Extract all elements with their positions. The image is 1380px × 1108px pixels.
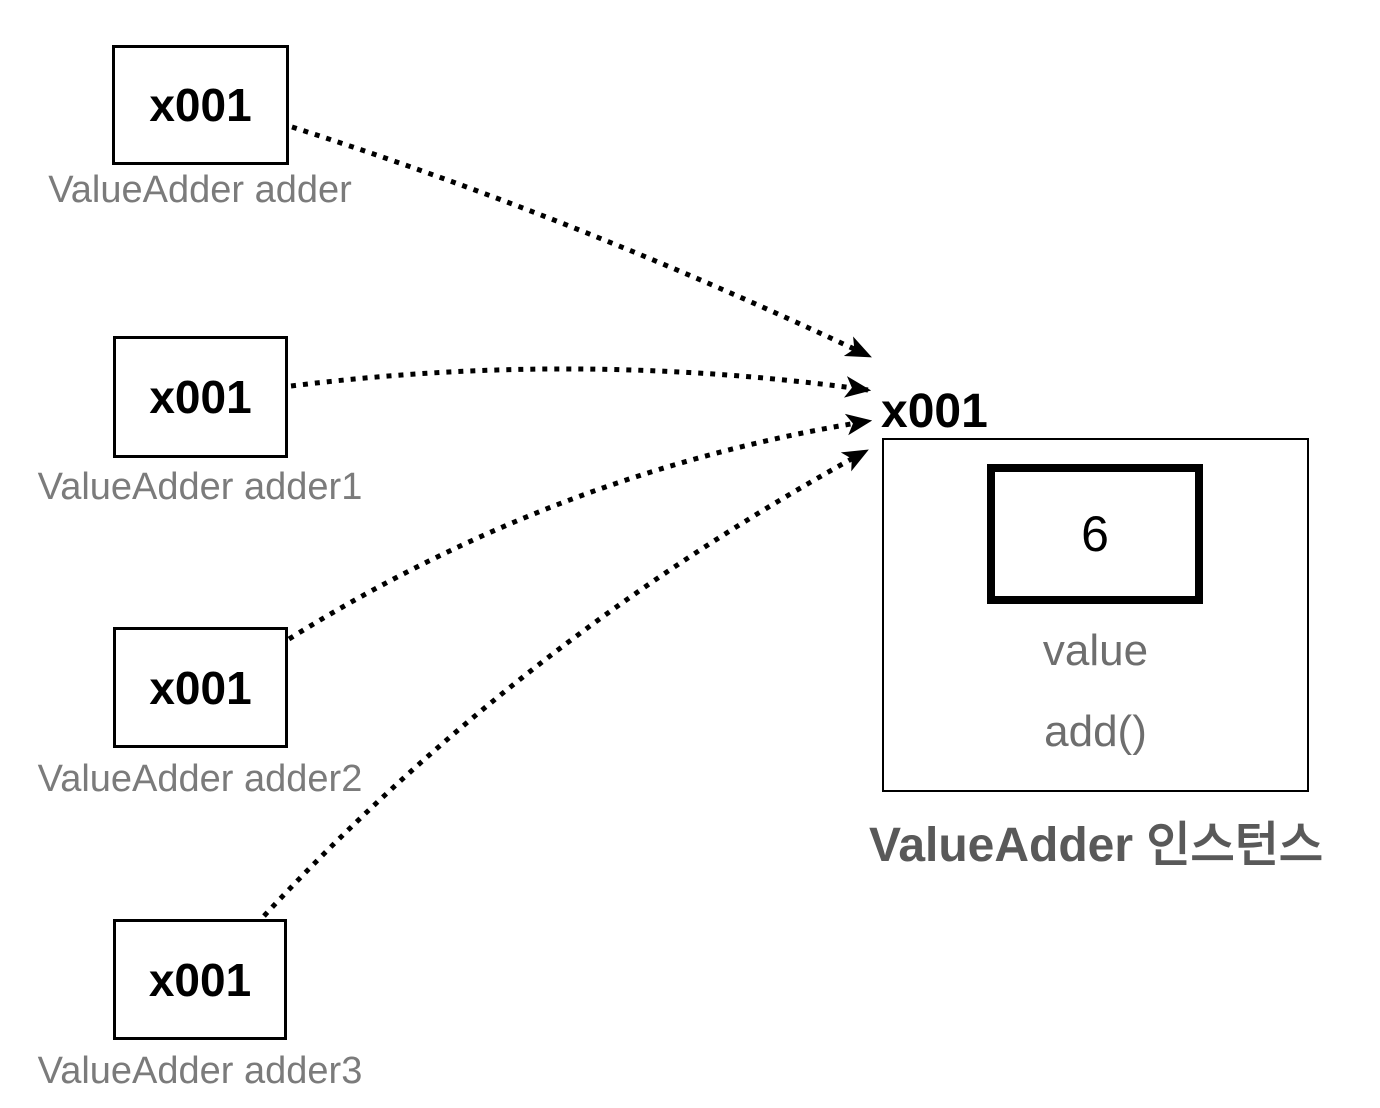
instance-box [882,438,1309,792]
reference-box-adder1: x001 [113,336,288,458]
reference-label-adder: ValueAdder adder [48,169,352,211]
reference-label-adder1: ValueAdder adder1 [37,466,363,508]
reference-address: x001 [148,953,252,1006]
value-field-label: value [1042,626,1149,675]
instance-address: x001 [881,385,988,438]
value-field-value: 6 [1081,506,1109,562]
reference-address: x001 [149,79,252,131]
add-method-label: add() [1044,707,1147,756]
arrow-adder3-to-instance [262,448,869,918]
reference-box-adder3: x001 [113,919,287,1040]
arrow-adder-to-instance [291,124,872,359]
arrow-adder1-to-instance [290,366,872,398]
reference-box-adder2: x001 [113,627,288,748]
reference-box-adder: x001 [112,45,289,165]
reference-address: x001 [149,371,252,423]
arrow-adder2-to-instance [287,413,873,642]
value-field-box: 6 [987,464,1203,604]
instance-caption: ValueAdder 인스턴스 [868,819,1324,872]
reference-address: x001 [149,661,252,714]
reference-label-adder2: ValueAdder adder2 [37,758,363,800]
reference-label-adder3: ValueAdder adder3 [37,1050,363,1092]
